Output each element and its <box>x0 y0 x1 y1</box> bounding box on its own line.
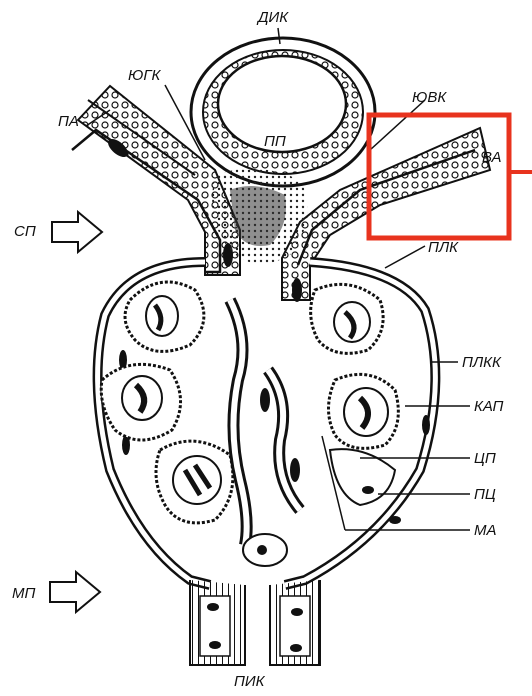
label-kap: КАП <box>474 399 503 414</box>
label-pik: ПИК <box>234 674 264 689</box>
label-dik: ДИК <box>258 10 288 25</box>
label-ma: МА <box>474 523 497 538</box>
urinary-pole-arrow <box>50 572 100 612</box>
label-sp: СП <box>14 224 36 239</box>
proximal-tubule <box>190 580 320 665</box>
label-yuvk: ЮВК <box>412 90 446 105</box>
label-tsp: ЦП <box>474 451 496 466</box>
glomerular-capillaries <box>101 282 398 566</box>
label-plkk: ПЛКК <box>462 355 501 370</box>
label-yugk: ЮГК <box>128 68 160 83</box>
distal-tubule <box>191 38 375 186</box>
label-pts: ПЦ <box>474 487 496 502</box>
label-pa: ПА <box>58 114 79 129</box>
label-mp: МП <box>12 586 35 601</box>
vascular-pole-arrow <box>52 212 102 252</box>
label-va: ВА <box>482 150 502 165</box>
label-pp: ПП <box>264 134 286 149</box>
label-plk: ПЛК <box>428 240 458 255</box>
